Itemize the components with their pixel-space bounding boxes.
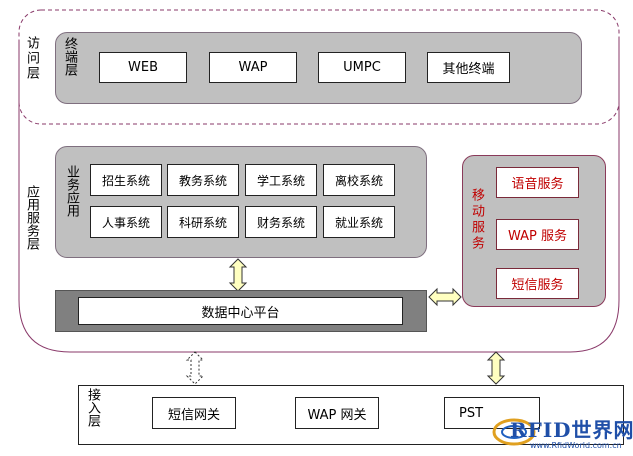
gateway-layer-label-text: 接入层 [85, 388, 100, 427]
app-layer-label-text: 应用服务层 [24, 185, 39, 250]
gateway-pstn: PST [444, 397, 540, 429]
data-center-platform-text: 数据中心平台 [201, 305, 280, 321]
rfid-logo-url: www.RfidWorld.com.cn [530, 441, 622, 450]
system-academic-text: 教务系统 [178, 173, 227, 188]
system-academic: 教务系统 [167, 164, 239, 196]
mobile-service-label: 移动服务 [467, 188, 484, 252]
rfid-world-logo: RFID世界网 www.RfidWorld.com.cn [492, 410, 633, 454]
terminal-umpc: UMPC [318, 52, 406, 83]
mobile-service-label-text: 移动服务 [469, 188, 484, 252]
terminal-web: WEB [99, 52, 187, 83]
system-student-affairs: 学工系统 [245, 164, 317, 196]
system-graduation: 离校系统 [323, 164, 395, 196]
system-student-affairs-text: 学工系统 [256, 173, 305, 188]
mobile-sms-service-text: 短信服务 [511, 278, 564, 293]
system-finance: 财务系统 [245, 206, 317, 238]
mobile-wap-service: WAP 服务 [496, 219, 579, 250]
system-research-text: 科研系统 [178, 215, 227, 230]
terminal-layer-label-text: 终端层 [62, 37, 77, 76]
arrow-business-datacenter [228, 258, 248, 292]
mobile-voice-service: 语音服务 [496, 167, 579, 198]
gateway-sms: 短信网关 [152, 397, 236, 429]
arrow-datacenter-gateway [185, 351, 205, 385]
system-employment-text: 就业系统 [334, 215, 383, 230]
business-app-panel: 业务应用 [55, 146, 427, 258]
gateway-wap: WAP 网关 [295, 397, 379, 429]
business-app-label: 业务应用 [62, 165, 79, 217]
terminal-other-text: 其他终端 [442, 62, 495, 77]
arrow-mobile-gateway [486, 351, 506, 385]
system-employment: 就业系统 [323, 206, 395, 238]
gateway-pstn-text: PST [459, 405, 484, 421]
terminal-web-text: WEB [128, 60, 158, 75]
app-layer-boundary [18, 40, 620, 353]
terminal-wap-text: WAP [238, 60, 268, 75]
access-layer-label: 访问层 [22, 36, 39, 81]
terminal-wap: WAP [209, 52, 297, 83]
business-app-label-text: 业务应用 [64, 165, 79, 217]
system-finance-text: 财务系统 [256, 215, 305, 230]
system-graduation-text: 离校系统 [334, 173, 383, 188]
system-admissions: 招生系统 [90, 164, 162, 196]
terminal-umpc-text: UMPC [343, 60, 381, 75]
data-center-platform: 数据中心平台 [78, 297, 403, 325]
rfid-logo-icon [492, 418, 536, 446]
access-layer-label-text: 访问层 [24, 36, 39, 81]
rfid-logo-text: RFID世界网 [510, 418, 633, 442]
terminal-other: 其他终端 [427, 52, 510, 83]
mobile-sms-service: 短信服务 [496, 268, 579, 299]
system-hr-text: 人事系统 [101, 215, 150, 230]
system-research: 科研系统 [167, 206, 239, 238]
system-hr: 人事系统 [90, 206, 162, 238]
terminal-layer-label: 终端层 [60, 37, 77, 76]
gateway-wap-text: WAP 网关 [307, 407, 367, 423]
mobile-voice-service-text: 语音服务 [511, 177, 564, 192]
app-layer-label: 应用服务层 [22, 185, 39, 250]
gateway-sms-text: 短信网关 [167, 407, 220, 423]
system-admissions-text: 招生系统 [101, 173, 150, 188]
gateway-layer-label: 接入层 [83, 388, 100, 427]
arrow-datacenter-mobile [428, 287, 462, 307]
mobile-wap-service-text: WAP 服务 [507, 229, 567, 244]
